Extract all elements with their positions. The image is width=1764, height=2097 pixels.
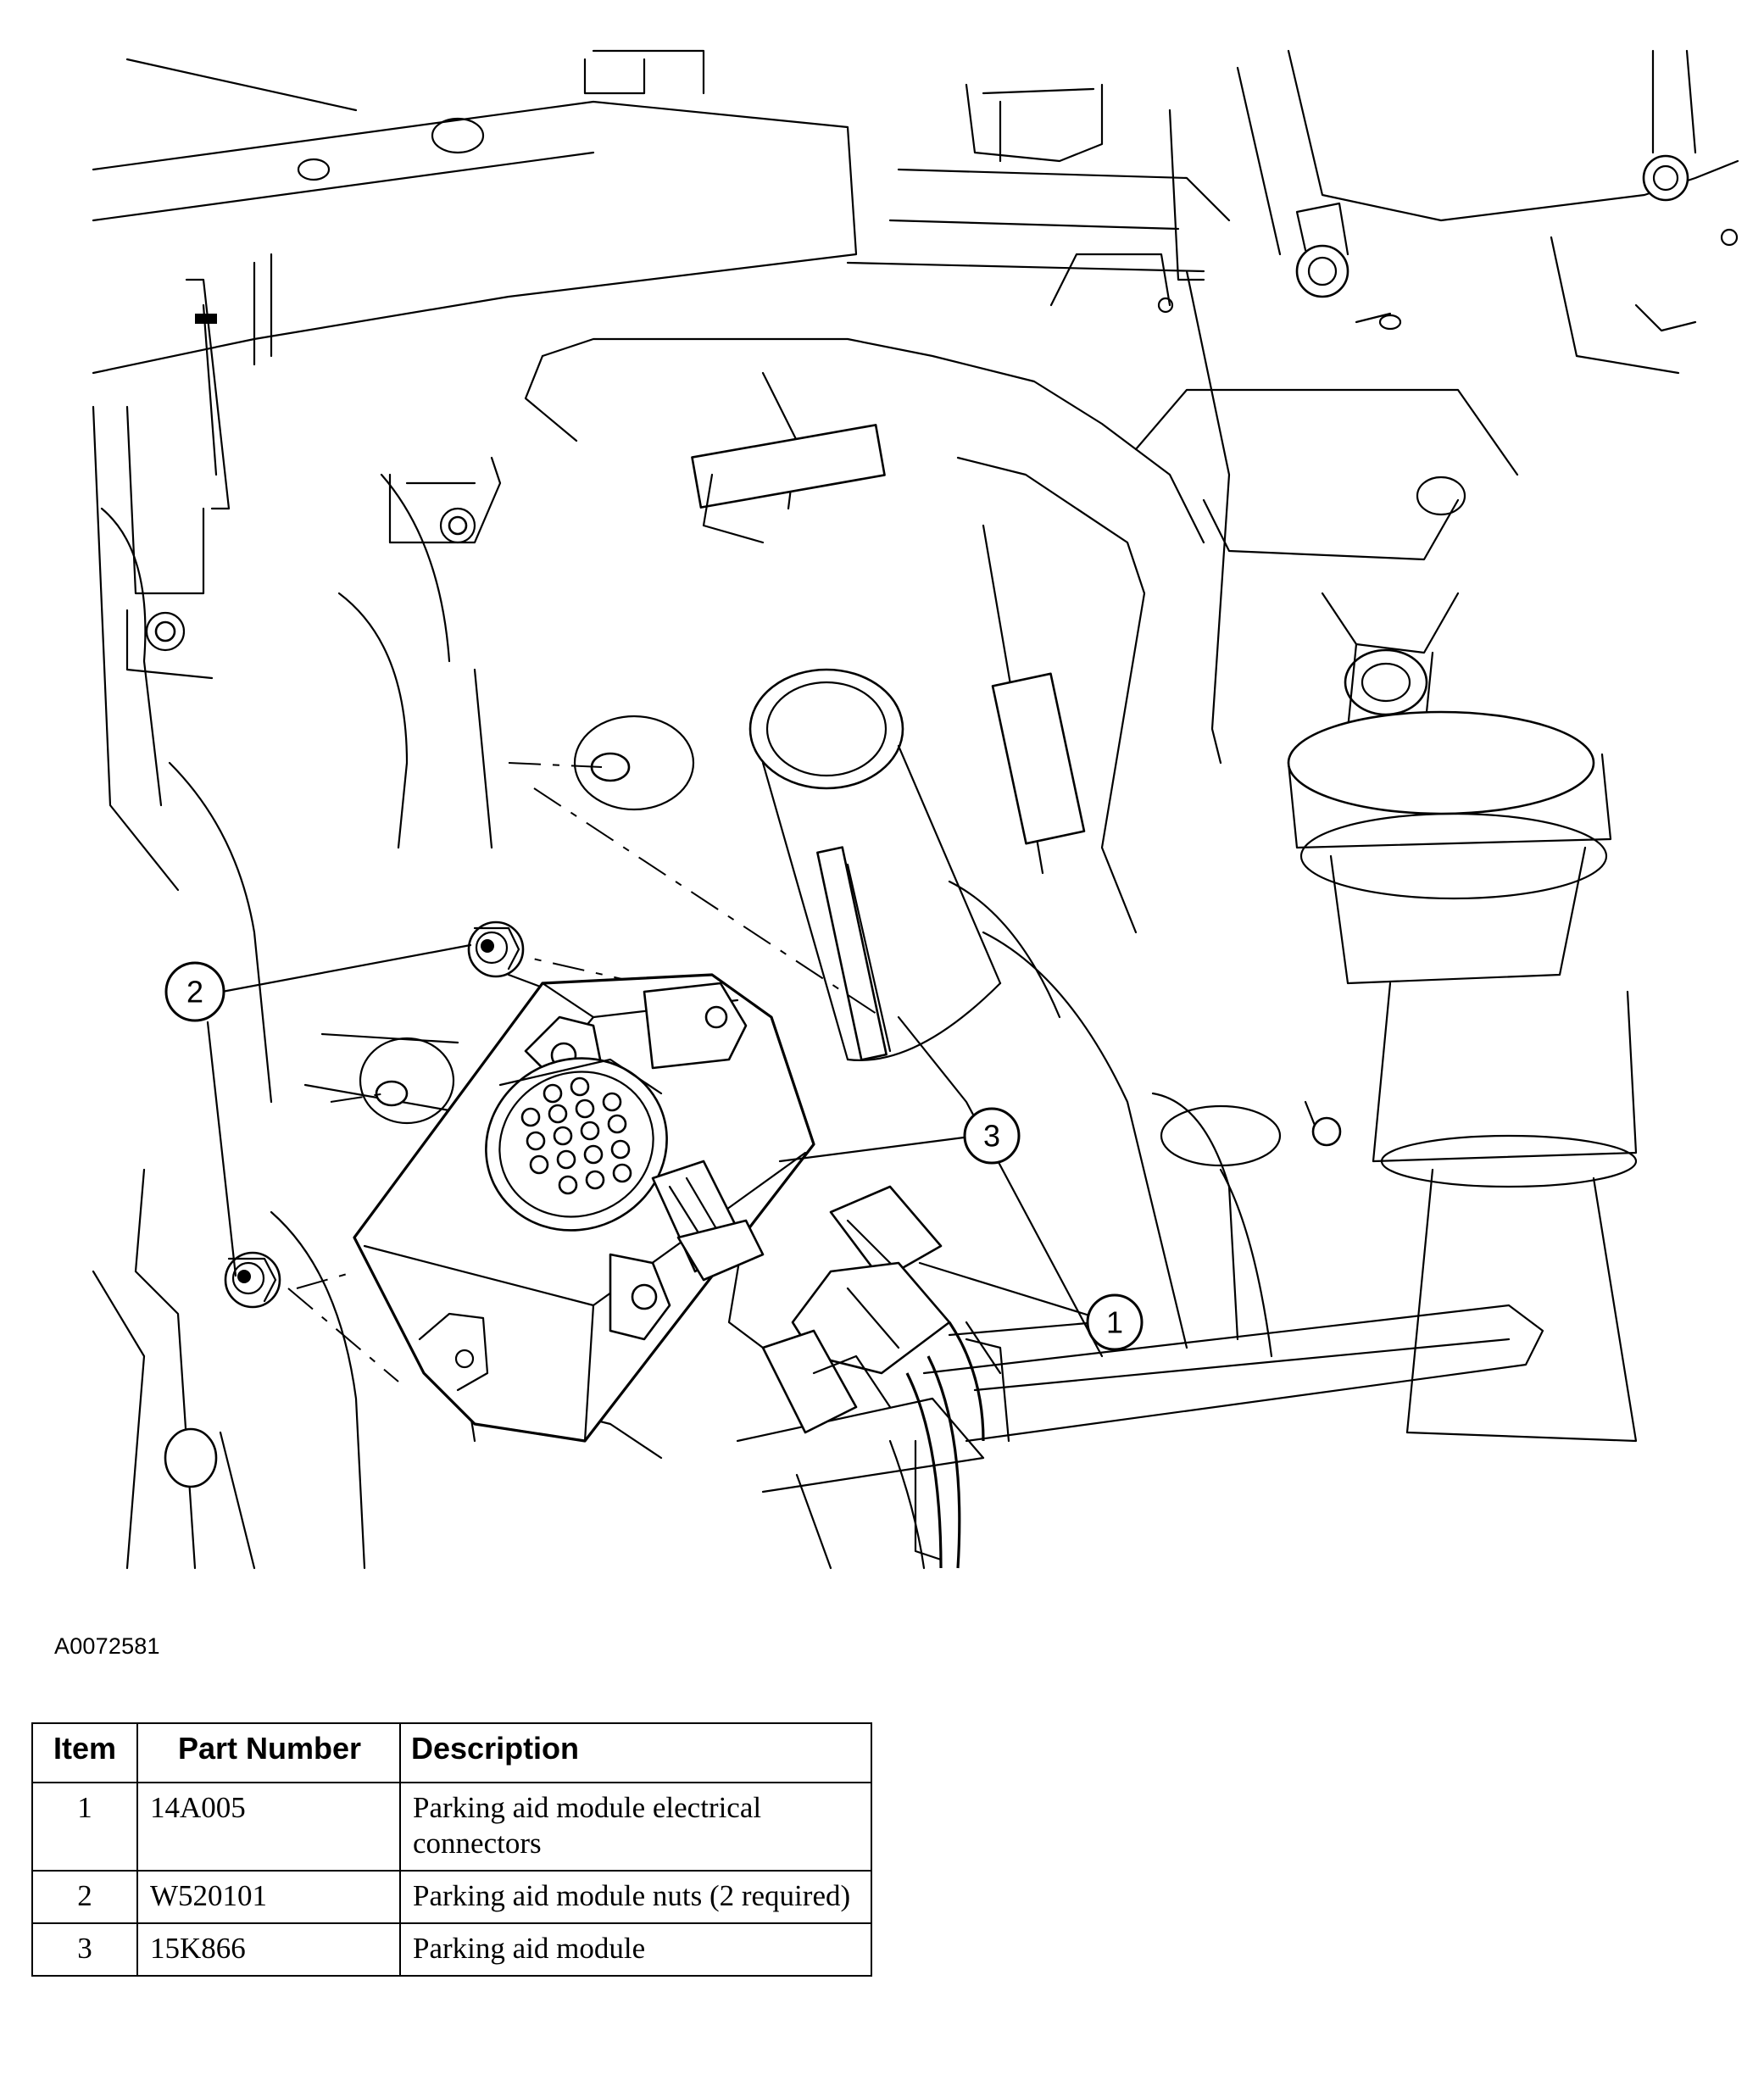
cell-item: 2 [31,1870,138,1924]
cell-item: 1 [31,1782,138,1872]
steering-column [524,337,1205,1358]
table-row: 3 15K866 Parking aid module [31,1922,872,1977]
callout-3-label: 3 [983,1119,1000,1154]
lower-pedal-area [736,1092,1544,1570]
callout-2-label: 2 [186,975,203,1010]
callout-2: 2 [164,961,225,1022]
parking-aid-module [353,973,815,1443]
header-item: Item [31,1722,138,1783]
callout-1: 1 [1086,1293,1144,1351]
electrical-connectors [761,1185,1002,1569]
table-row: 2 W520101 Parking aid module nuts (2 req… [31,1870,872,1924]
cell-item: 3 [31,1922,138,1977]
table-row: 1 14A005 Parking aid module electrical c… [31,1782,872,1872]
cell-part-number: 14A005 [136,1782,401,1872]
cell-description: Parking aid module nuts (2 required) [399,1870,872,1924]
cell-part-number: 15K866 [136,1922,401,1977]
cell-description: Parking aid module electrical connectors [399,1782,872,1872]
figure-id-label: A0072581 [54,1633,160,1659]
header-description: Description [399,1722,872,1783]
connector-pin-holes [520,1076,632,1195]
cell-part-number: W520101 [136,1870,401,1924]
cell-description: Parking aid module [399,1922,872,1977]
callout-1-label: 1 [1106,1305,1123,1340]
intermediate-shaft-ujoint [1049,236,1680,1443]
leader-lines [206,943,1099,1337]
module-nuts [224,921,525,1309]
table-header-row: Item Part Number Description [31,1722,872,1783]
left-bracket-fasteners [125,278,502,680]
exploded-view-illustration: 1 2 3 [92,49,1739,1570]
callout-3: 3 [963,1107,1021,1165]
parts-table: Item Part Number Description 1 14A005 Pa… [31,1722,872,1977]
upper-right-bolts [1157,154,1739,332]
cross-beam-structure [92,49,1739,375]
header-part-number: Part Number [136,1722,401,1783]
